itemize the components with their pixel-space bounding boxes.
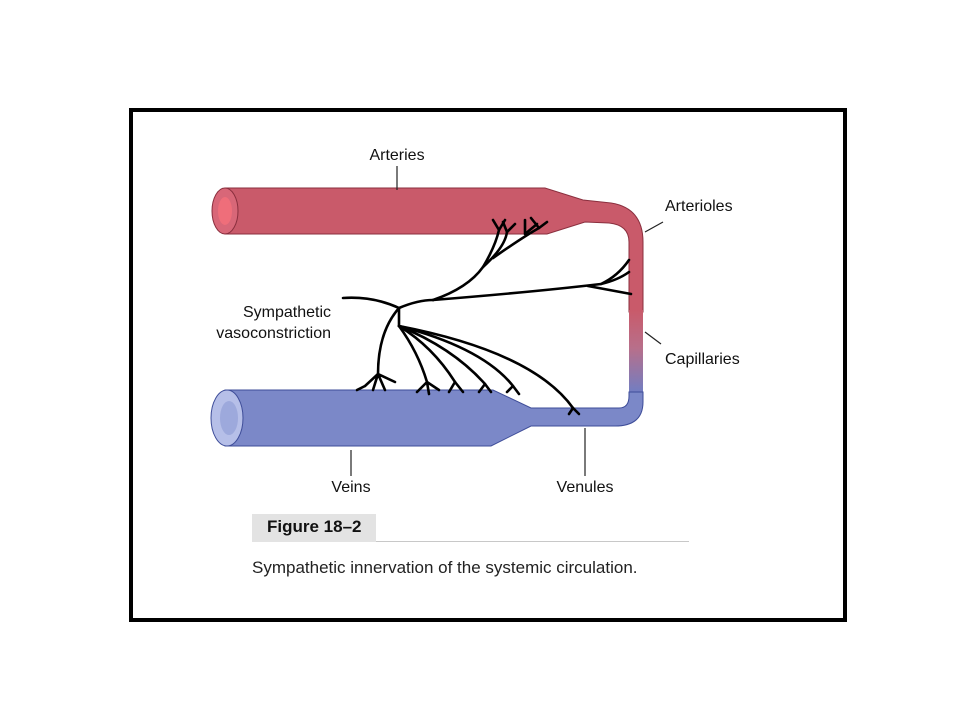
capillaries-vessel (629, 310, 643, 394)
caption-divider (376, 541, 689, 542)
sympathetic-label-line2: vasoconstriction (216, 325, 331, 342)
figure-frame: Arteries Arterioles Sympathetic vasocons… (129, 108, 847, 622)
sympathetic-nerve-fibers (341, 216, 633, 416)
arterioles-label: Arterioles (665, 198, 733, 215)
label-leaders (350, 166, 664, 476)
sympathetic-label-line1: Sympathetic (243, 304, 331, 321)
caption-title-box (252, 514, 376, 542)
capillaries-label: Capillaries (665, 351, 740, 368)
venules-label: Venules (557, 479, 614, 496)
caption-text: Sympathetic innervation of the systemic … (252, 558, 638, 577)
caption-title: Figure 18–2 (267, 517, 362, 536)
vein-vessel (210, 389, 644, 447)
artery-vessel (211, 187, 644, 313)
veins-label: Veins (331, 479, 370, 496)
arteries-label: Arteries (369, 147, 424, 164)
circulation-diagram: Arteries Arterioles Sympathetic vasocons… (210, 147, 740, 496)
